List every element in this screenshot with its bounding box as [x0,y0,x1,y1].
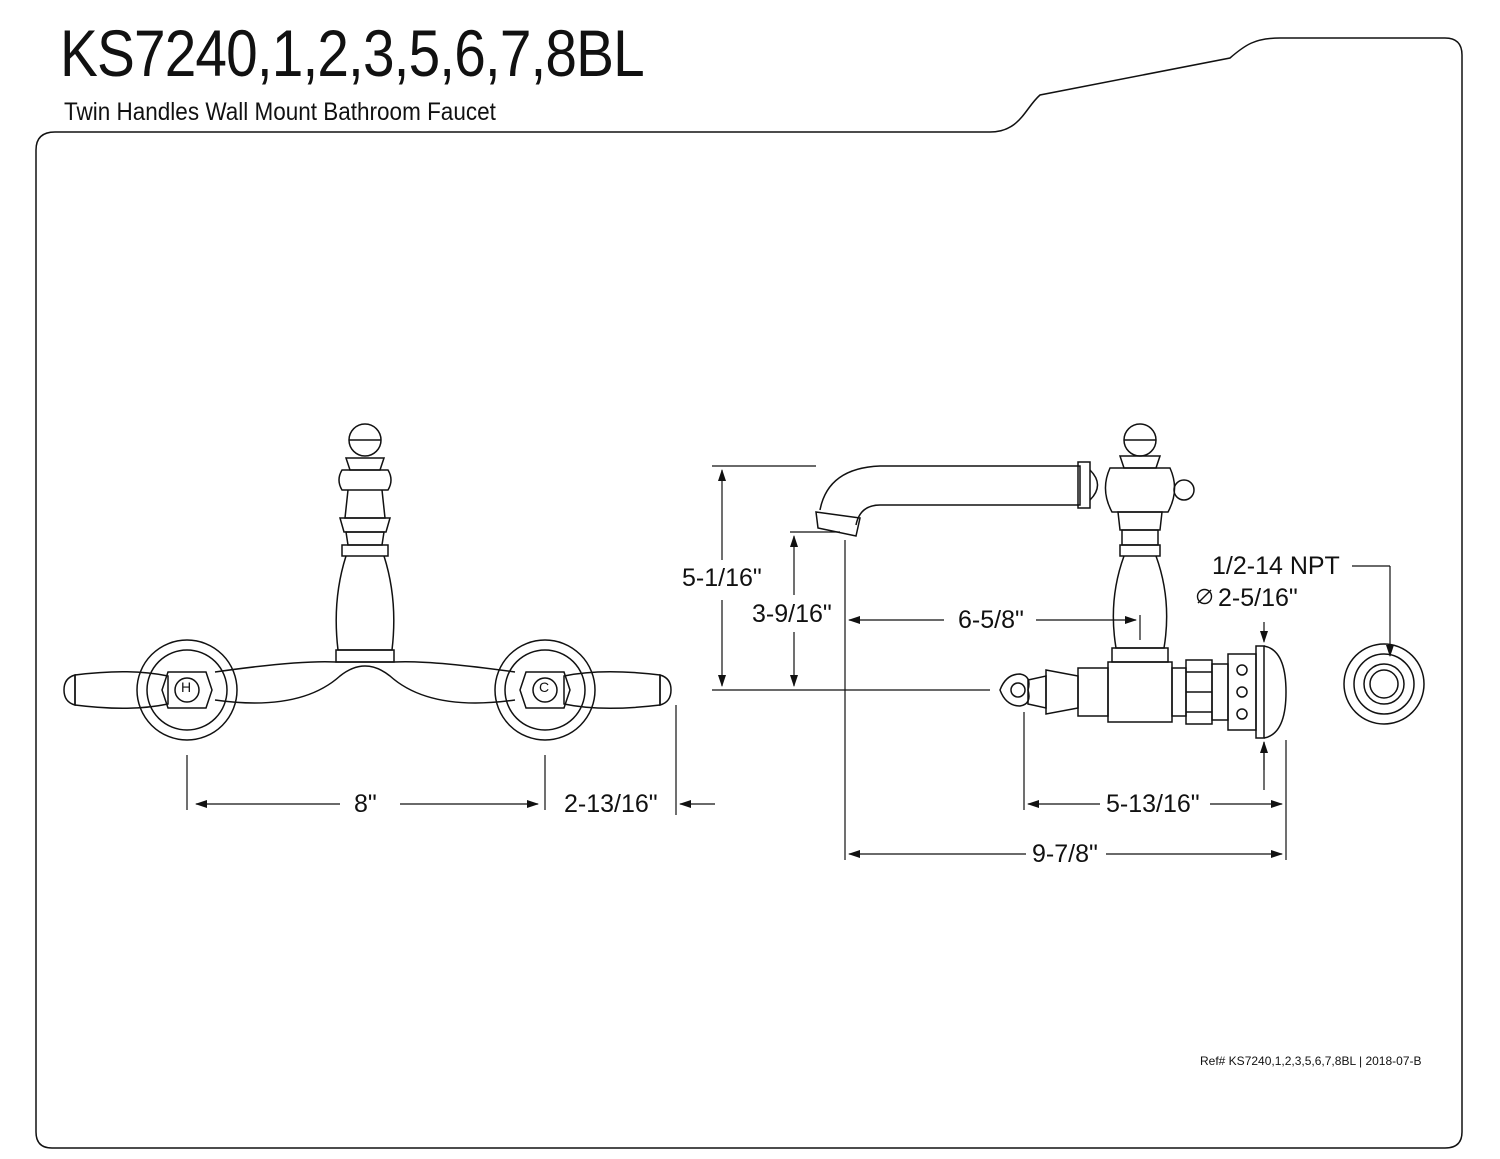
hot-marker: H [181,679,192,695]
front-view-faucet [63,423,672,741]
dim-total-height: 5-1/16" [680,564,764,592]
dim-total-depth: 9-7/8" [1030,840,1100,868]
dim-body-depth: 5-13/16" [1104,790,1202,818]
dim-spout-reach: 6-5/8" [956,606,1026,634]
dim-spout-clearance: 3-9/16" [750,600,834,628]
dim-escutcheon-diameter: 2-5/16" [1216,584,1300,612]
reference-number: Ref# KS7240,1,2,3,5,6,7,8BL | 2018-07-B [1200,1054,1422,1068]
diameter-icon [1196,588,1213,605]
thread-spec: 1/2-14 NPT [1210,552,1342,580]
page-title: KS7240,1,2,3,5,6,7,8BL [60,16,645,90]
dim-center-spread: 8" [352,790,379,818]
escutcheon-end-view [1343,643,1425,725]
page-subtitle: Twin Handles Wall Mount Bathroom Faucet [64,98,496,126]
dim-handle-overhang: 2-13/16" [562,790,660,818]
front-view-dimensions [186,705,715,815]
cold-marker: C [539,679,550,695]
drawing-frame [35,37,1463,1149]
side-view-dimensions [712,465,1394,860]
side-view-faucet [815,423,1287,739]
